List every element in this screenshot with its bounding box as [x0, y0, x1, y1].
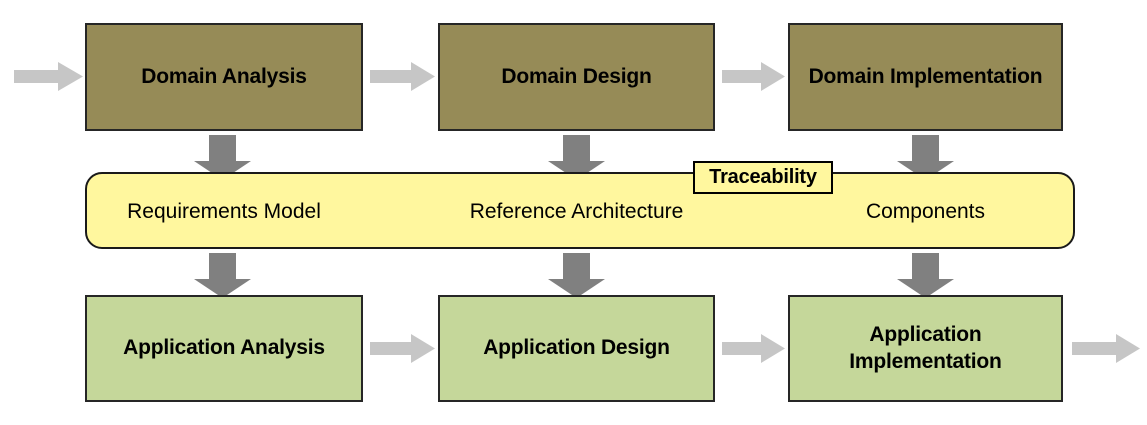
domain-analysis-box[interactable]: Domain Analysis [85, 23, 363, 131]
arrow-components-to-application-implementation-icon [897, 253, 954, 298]
arrow-application-design-to-application-implementation-icon [722, 334, 785, 363]
components-label: Components [865, 200, 986, 223]
traceability-label: Traceability [709, 166, 817, 188]
arrow-domain-implementation-to-components-icon [897, 135, 954, 180]
arrow-application-analysis-to-application-design-icon [370, 334, 435, 363]
domain-design-label: Domain Design [501, 64, 652, 88]
domain-implementation-label: Domain Implementation [808, 64, 1043, 88]
requirements-model-label: Requirements Model [127, 200, 321, 223]
arrow-reference-architecture-to-application-design-icon [548, 253, 605, 298]
reference-architecture-label: Reference Architecture [469, 200, 684, 223]
outbound-arrow-application-icon [1072, 334, 1140, 363]
core-asset-band [85, 172, 1075, 249]
traceability-badge[interactable]: Traceability [693, 161, 833, 194]
arrow-domain-design-to-domain-implementation-icon [722, 62, 785, 91]
application-design-label: Application Design [483, 336, 670, 360]
application-analysis-box[interactable]: Application Analysis [85, 295, 363, 402]
arrow-domain-design-to-reference-architecture-icon [548, 135, 605, 180]
inbound-arrow-domain-icon [14, 62, 83, 91]
application-implementation-box[interactable]: Application Implementation [788, 295, 1063, 402]
arrow-domain-analysis-to-requirements-model-icon [194, 135, 251, 180]
application-implementation-label: Application Implementation [849, 323, 1002, 373]
arrow-requirements-model-to-application-analysis-icon [194, 253, 251, 298]
application-design-box[interactable]: Application Design [438, 295, 715, 402]
domain-implementation-box[interactable]: Domain Implementation [788, 23, 1063, 131]
domain-design-box[interactable]: Domain Design [438, 23, 715, 131]
arrow-domain-analysis-to-domain-design-icon [370, 62, 435, 91]
domain-analysis-label: Domain Analysis [141, 64, 307, 88]
application-analysis-label: Application Analysis [123, 336, 325, 360]
